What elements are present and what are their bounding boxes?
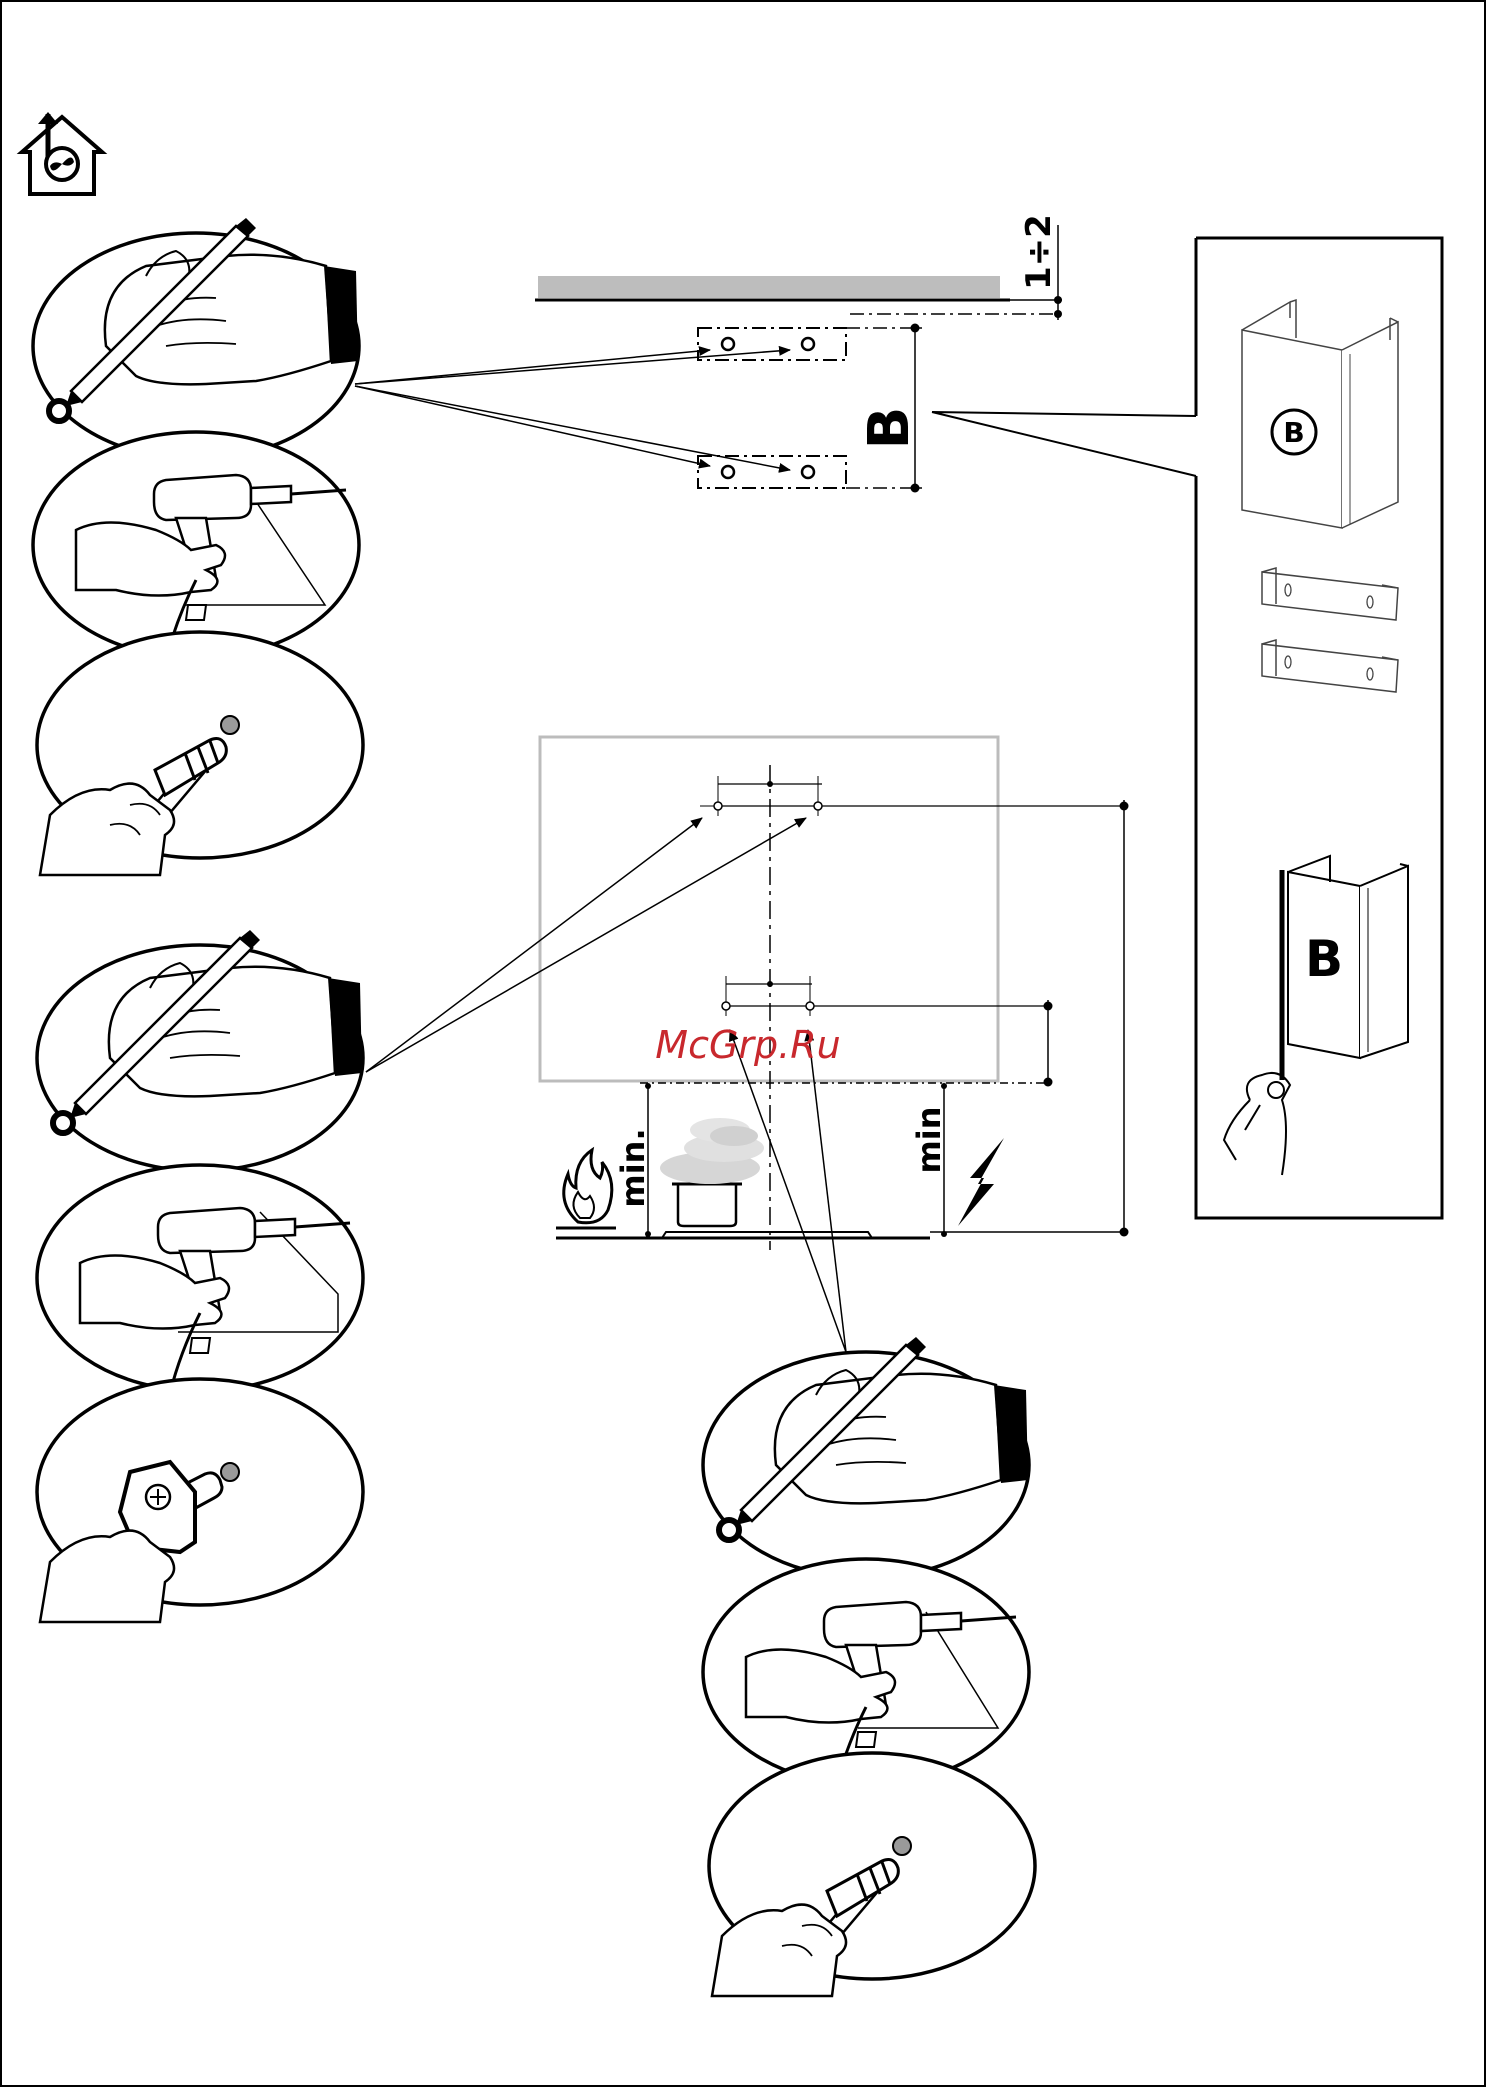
house-fan-icon (22, 112, 102, 194)
chimney-b-label: B (1283, 416, 1304, 449)
step-insert-plugs-3 (709, 1753, 1035, 1996)
step-mark-holes-3 (703, 1337, 1029, 1578)
pot-steam-icon (660, 1118, 764, 1226)
b-dimension-label: B (857, 407, 922, 450)
lightning-icon (958, 1138, 1004, 1226)
step-mark-holes-2 (37, 930, 363, 1171)
step-drill-holes-1 (33, 432, 359, 660)
step-fix-brackets (37, 1379, 363, 1622)
min-left-label: min. (614, 1128, 652, 1207)
gap-dimension-label: 1÷2 (1019, 214, 1059, 290)
min-right-label: min (910, 1106, 948, 1173)
step-insert-plugs-1 (37, 632, 363, 875)
step-drill-holes-2 (37, 1165, 363, 1393)
front-elevation-drawing: min. min McGrp.Ru (366, 737, 1129, 1352)
watermark-text: McGrp.Ru (655, 1023, 840, 1067)
bracket-part (1262, 640, 1398, 692)
chimney-held-part: B (1224, 856, 1408, 1175)
chimney-part: B (1242, 300, 1398, 528)
chimney-held-b-label: B (1305, 930, 1343, 988)
bracket-part (1262, 568, 1398, 620)
step-mark-holes-1 (33, 218, 359, 459)
ceiling (538, 276, 1000, 298)
top-elevation-drawing: 1÷2 B (355, 214, 1196, 492)
flame-icon (556, 1150, 616, 1228)
parts-panel: B B (1196, 238, 1442, 1218)
